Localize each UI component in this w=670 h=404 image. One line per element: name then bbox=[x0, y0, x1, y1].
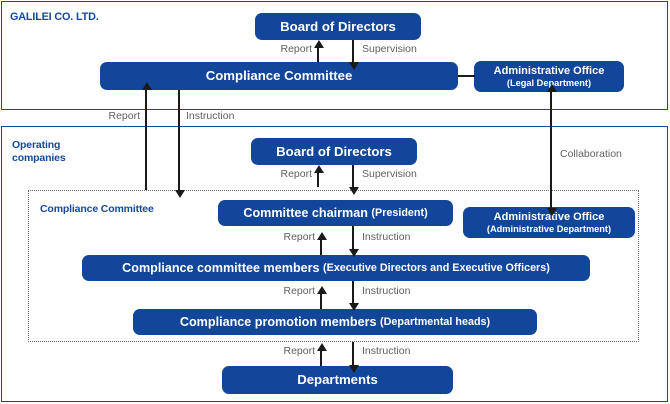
label-supervision-parent: Supervision bbox=[362, 43, 417, 55]
operating-companies-frame bbox=[1, 126, 668, 402]
label-supervision-bod-op: Supervision bbox=[362, 168, 417, 180]
label-report-parent: Report bbox=[280, 43, 312, 55]
promotion-main: Compliance promotion members bbox=[179, 314, 377, 329]
promotion-paren: (Departmental heads) bbox=[380, 315, 491, 328]
label-report-chairman: Report bbox=[283, 231, 315, 243]
compliance-committee-region-label: Compliance Committee bbox=[40, 203, 154, 215]
parent-company-frame bbox=[1, 1, 668, 110]
committee-chairman-main: Committee chairman bbox=[243, 205, 368, 220]
label-collaboration: Collaboration bbox=[560, 148, 622, 160]
box-compliance-committee-members[interactable]: Compliance committee members (Executive … bbox=[82, 255, 590, 281]
admin-office-parent-line2: (Legal Department) bbox=[506, 77, 592, 88]
admin-office-parent-line1: Administrative Office bbox=[493, 64, 605, 77]
admin-office-op-line2: (Administrative Department) bbox=[486, 223, 612, 234]
box-compliance-promotion-members[interactable]: Compliance promotion members (Department… bbox=[133, 309, 537, 335]
box-compliance-committee-parent[interactable]: Compliance Committee bbox=[100, 62, 458, 90]
label-instruction-chairman: Instruction bbox=[362, 231, 411, 243]
label-report-bod-op: Report bbox=[280, 168, 312, 180]
box-committee-chairman[interactable]: Committee chairman (President) bbox=[218, 200, 453, 226]
operating-companies-title-line1: Operating bbox=[12, 139, 61, 151]
label-instruction-departments: Instruction bbox=[362, 345, 411, 357]
members-paren: (Executive Directors and Executive Offic… bbox=[323, 261, 550, 274]
box-board-of-directors-parent[interactable]: Board of Directors bbox=[255, 13, 421, 40]
operating-companies-title: Operating companies bbox=[12, 139, 66, 164]
admin-office-op-line1: Administrative Office bbox=[493, 210, 605, 223]
label-report-operating: Report bbox=[108, 110, 140, 122]
committee-chairman-paren: (President) bbox=[371, 206, 428, 219]
label-instruction-members: Instruction bbox=[362, 285, 411, 297]
label-report-members: Report bbox=[283, 285, 315, 297]
label-instruction-operating: Instruction bbox=[186, 110, 235, 122]
box-departments[interactable]: Departments bbox=[222, 366, 453, 394]
operating-companies-title-line2: companies bbox=[12, 151, 66, 164]
box-board-of-directors-operating[interactable]: Board of Directors bbox=[251, 138, 417, 165]
connector-cc-to-admin-office bbox=[458, 75, 475, 77]
parent-company-title: GALILEI CO. LTD. bbox=[10, 11, 99, 23]
members-main: Compliance committee members bbox=[122, 260, 320, 275]
compliance-committee-region bbox=[28, 190, 639, 342]
label-report-departments: Report bbox=[283, 345, 315, 357]
